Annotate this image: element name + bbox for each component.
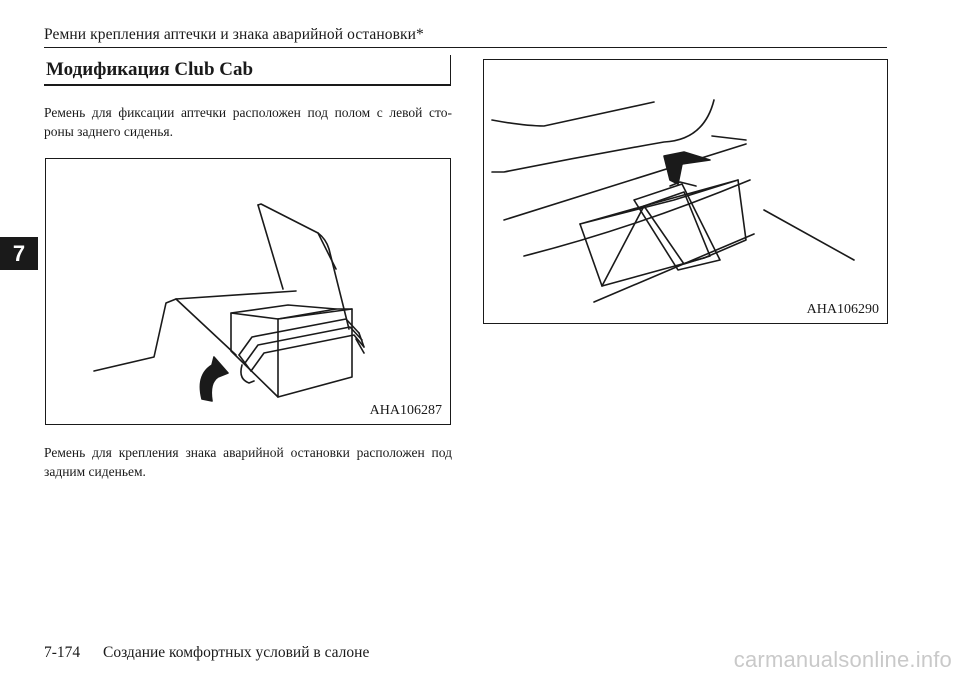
footer-chapter-title: Создание комфортных условий в салоне bbox=[103, 644, 370, 661]
illustration-first-aid-kit bbox=[93, 203, 365, 402]
section-heading: Модификация Club Cab bbox=[44, 55, 451, 86]
page-number: 7-174 bbox=[44, 644, 81, 661]
section-heading-text: Модификация Club Cab bbox=[46, 59, 254, 80]
illustration-warning-triangle bbox=[491, 99, 855, 303]
figure-code-warning-triangle: AHA106290 bbox=[804, 302, 881, 318]
paragraph-first-aid-kit: Ремень для фиксации аптечки расположен п… bbox=[44, 105, 452, 139]
paragraph-warning-triangle: Ремень для крепления знака аварийной ост… bbox=[44, 445, 452, 479]
header-divider bbox=[44, 47, 887, 48]
figure-warning-triangle: AHA106290 bbox=[483, 59, 888, 324]
figure-code-first-aid-kit: AHA106287 bbox=[367, 403, 444, 419]
figure-first-aid-kit: AHA106287 bbox=[45, 158, 451, 425]
running-header-title: Ремни крепления аптечки и знака аварийно… bbox=[44, 26, 424, 43]
chapter-tab: 7 bbox=[0, 237, 38, 270]
watermark: carmanualsonline.info bbox=[733, 647, 952, 672]
